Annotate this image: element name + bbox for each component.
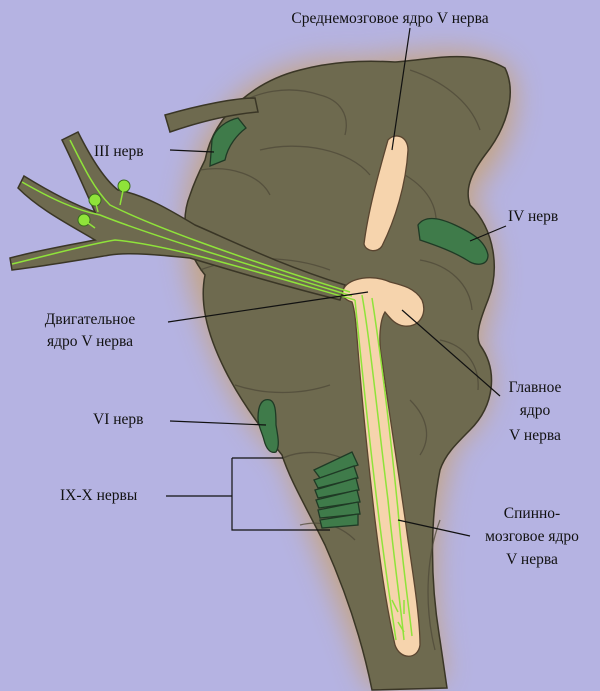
label-motor-1: Двигательное bbox=[45, 311, 136, 328]
label-spinal-3: V нерва bbox=[506, 551, 558, 568]
label-nerve-iii: III нерв bbox=[94, 143, 144, 160]
label-spinal-2: мозговое ядро bbox=[485, 528, 579, 545]
label-main-1: Главное bbox=[509, 379, 562, 396]
nerve-trunk-v bbox=[9, 130, 346, 301]
label-main-3: V нерва bbox=[509, 427, 561, 444]
label-mesencephalic: Среднемозговое ядро V нерва bbox=[291, 10, 488, 27]
leader-lines bbox=[166, 27, 507, 537]
trigeminal-fibers bbox=[11, 139, 413, 641]
label-nerve-iv: IV нерв bbox=[508, 208, 558, 225]
brainstem-folds bbox=[199, 69, 481, 651]
label-nerve-vi: VI нерв bbox=[93, 411, 143, 428]
mesencephalic-nucleus bbox=[363, 135, 409, 252]
nerve-iii bbox=[209, 117, 247, 167]
nerve-iv bbox=[417, 217, 489, 265]
nerve-ix-x bbox=[313, 451, 361, 529]
nerve-iii-base bbox=[164, 97, 259, 133]
label-nerve-ix-x: IX-X нервы bbox=[60, 487, 138, 504]
label-motor-2: ядро V нерва bbox=[47, 333, 133, 350]
label-main-2: ядро bbox=[520, 402, 551, 419]
brainstem bbox=[184, 55, 511, 691]
label-spinal-1: Спинно- bbox=[504, 505, 560, 522]
nerve-vi bbox=[257, 399, 279, 454]
